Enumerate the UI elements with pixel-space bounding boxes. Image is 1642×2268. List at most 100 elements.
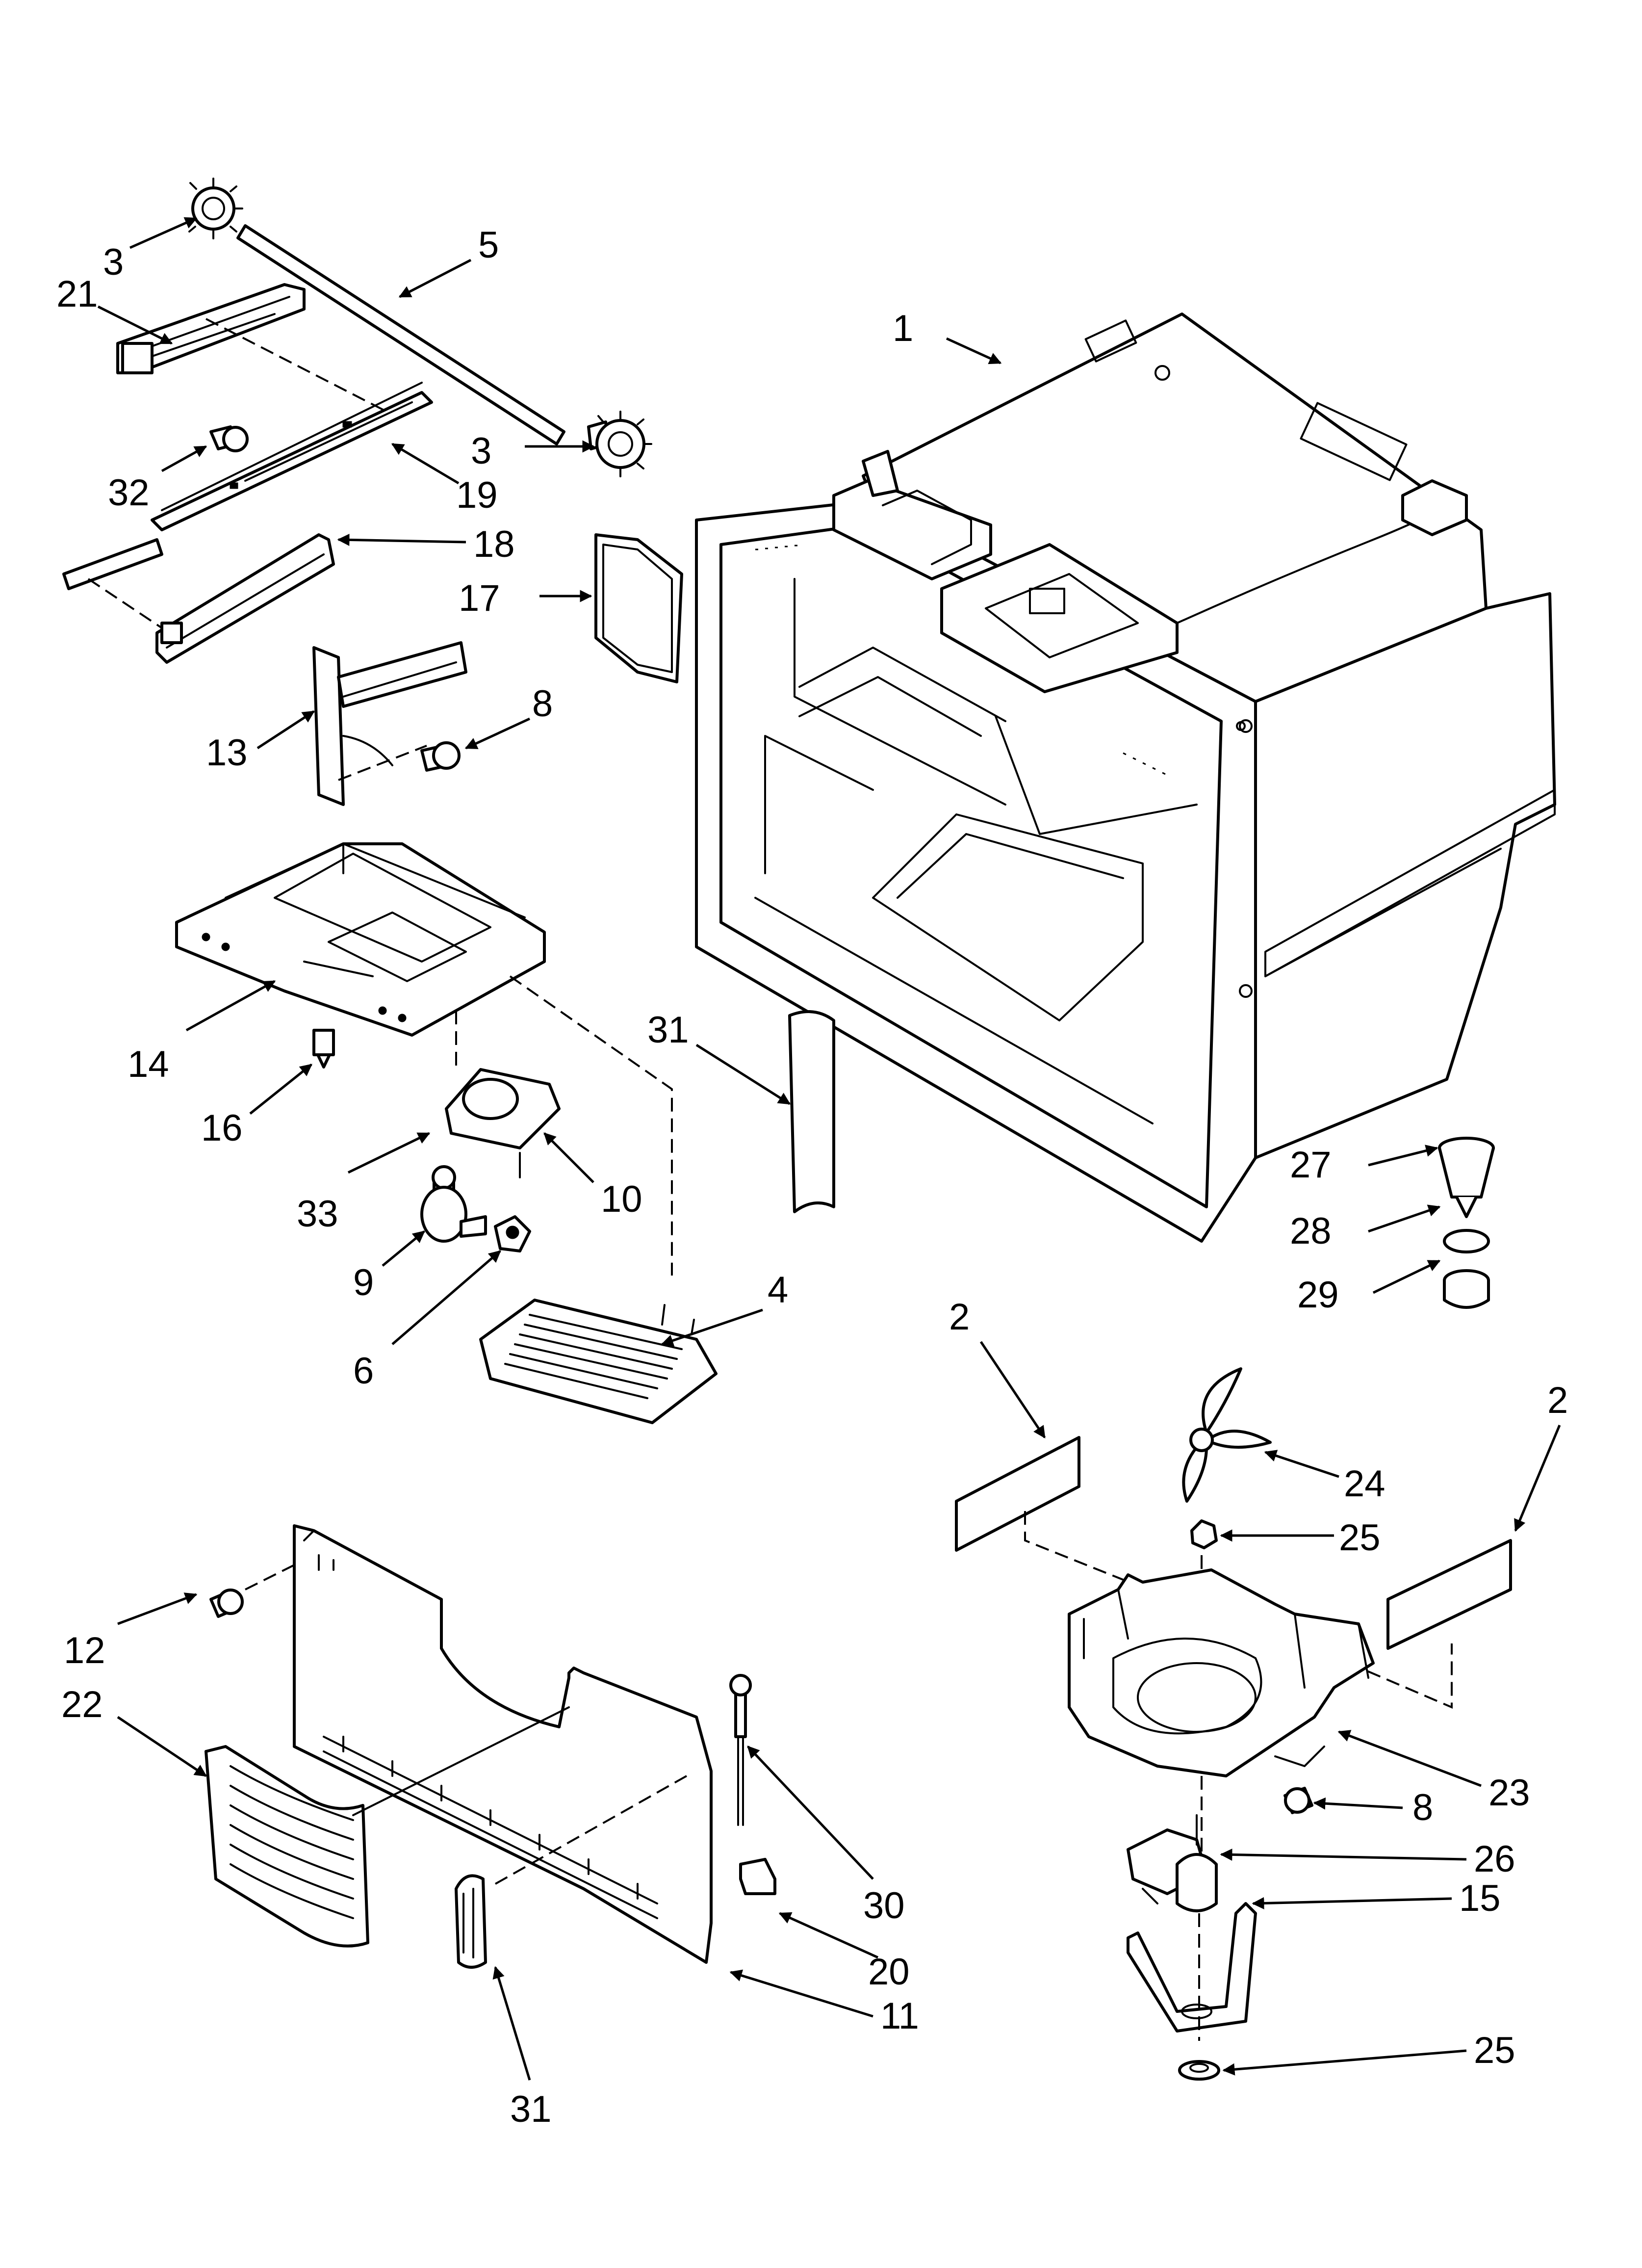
- guide-line: [1348, 1643, 1453, 1709]
- leader-29: [1372, 1259, 1441, 1294]
- callout-16: 16: [201, 1107, 243, 1149]
- callout-29: 29: [1297, 1274, 1339, 1316]
- leader-18: [337, 533, 466, 546]
- leader-4: [661, 1308, 763, 1347]
- leader-12: [117, 1592, 198, 1625]
- callout-3-bottom: 3: [471, 430, 491, 472]
- leader-20: [778, 1912, 879, 1959]
- callout-2-right: 2: [1547, 1380, 1568, 1421]
- part-24-fan-blade: [1182, 1367, 1272, 1503]
- leader-3-top: [129, 217, 198, 249]
- part-2-strip-right: [1386, 1539, 1512, 1650]
- part-30-probe: [729, 1674, 752, 1826]
- guide-line: [205, 318, 398, 418]
- leader-24: [1264, 1450, 1339, 1478]
- part-1-liner: [695, 313, 1556, 1243]
- guide-line: [352, 1706, 570, 1816]
- leader-25-bottom: [1222, 2049, 1467, 2076]
- callout-17: 17: [459, 577, 500, 619]
- part-21-slide: [116, 283, 306, 374]
- callout-27: 27: [1290, 1144, 1332, 1186]
- callout-20: 20: [868, 1951, 910, 1993]
- callout-19: 19: [456, 474, 498, 516]
- callout-33: 33: [297, 1193, 338, 1235]
- part-29-cap: [1443, 1269, 1490, 1309]
- leader-6: [391, 1250, 501, 1345]
- callout-labels: 3 5 21 1 32 3 19 18 17 8 13 14 31 16 10 …: [56, 224, 1568, 2130]
- part-20-bar: [739, 1858, 776, 1895]
- callout-4: 4: [768, 1269, 788, 1311]
- leader-8-bottom: [1313, 1797, 1403, 1810]
- leader-26: [1220, 1848, 1467, 1861]
- leader-2-left: [979, 1341, 1046, 1439]
- leader-23: [1337, 1730, 1482, 1787]
- part-18-rail: [62, 533, 335, 664]
- part-14-housing: [175, 842, 546, 1037]
- part-8-screw-top: [420, 741, 461, 772]
- guide-line: [1024, 1511, 1148, 1590]
- part-22-grille: [205, 1745, 369, 1948]
- guide-line: [87, 578, 163, 629]
- part-11-back-panel: [293, 1524, 713, 1964]
- leader-33: [347, 1132, 431, 1174]
- callout-2-left: 2: [949, 1296, 970, 1338]
- part-31-duct-upper: [788, 1010, 835, 1213]
- part-19-rail: [151, 382, 433, 531]
- part-4-tray: [479, 1299, 718, 1424]
- part-3-gear-bottom: [587, 411, 652, 477]
- part-15-bracket: [1127, 1902, 1257, 2033]
- part-26-motor: [1127, 1814, 1218, 1912]
- callout-6: 6: [353, 1350, 374, 1392]
- callout-3-top: 3: [103, 241, 124, 283]
- callout-13: 13: [206, 732, 248, 774]
- part-2-strip-left: [955, 1436, 1080, 1552]
- part-32-screw: [209, 425, 249, 452]
- part-12-screw: [209, 1589, 244, 1618]
- part-3-gear-top: [188, 178, 243, 239]
- part-28-ring: [1443, 1229, 1490, 1253]
- leader-8-top: [464, 717, 531, 750]
- part-27-valve-cup: [1438, 1137, 1495, 1218]
- part-6-socket: [494, 1215, 531, 1252]
- callout-25-top: 25: [1339, 1517, 1381, 1559]
- leader-1: [946, 337, 1002, 365]
- callout-15: 15: [1459, 1877, 1501, 1919]
- callout-25-bottom: 25: [1474, 2030, 1515, 2071]
- part-16-clip: [312, 1029, 335, 1069]
- guide-line: [509, 975, 673, 1276]
- part-31-clip-lower: [455, 1874, 487, 1969]
- callout-26: 26: [1474, 1838, 1515, 1880]
- leader-19: [391, 443, 460, 485]
- callout-31-bottom: 31: [510, 2088, 552, 2130]
- callout-31-top: 31: [647, 1009, 689, 1051]
- leader-32: [161, 445, 207, 472]
- leader-13: [257, 710, 315, 750]
- part-9-bulb: [420, 1186, 487, 1243]
- callout-10: 10: [601, 1178, 642, 1220]
- guide-line: [495, 1775, 687, 1885]
- callout-14: 14: [128, 1043, 169, 1085]
- leader-10: [543, 1132, 594, 1183]
- callout-1: 1: [893, 308, 913, 349]
- leader-28: [1368, 1204, 1441, 1233]
- callout-32: 32: [108, 472, 150, 514]
- leader-15: [1252, 1897, 1452, 1909]
- leader-31-top: [695, 1043, 791, 1105]
- guide-line: [338, 745, 427, 781]
- callout-28: 28: [1290, 1210, 1332, 1252]
- part-10-light-housing: [445, 1068, 561, 1149]
- leader-21: [97, 305, 173, 345]
- part-5-rod: [236, 224, 565, 445]
- part-8-screw-bottom: [1283, 1787, 1313, 1814]
- callout-8-top: 8: [532, 683, 553, 725]
- leader-9: [382, 1230, 425, 1267]
- part-25-nut-bottom: [1178, 2060, 1220, 2081]
- leader-27: [1368, 1145, 1438, 1167]
- leader-16: [249, 1064, 312, 1115]
- leader-5: [398, 259, 472, 298]
- leader-22: [117, 1716, 207, 1777]
- callout-23: 23: [1488, 1772, 1530, 1814]
- leader-11: [729, 1969, 873, 2018]
- callout-11: 11: [880, 1995, 919, 2037]
